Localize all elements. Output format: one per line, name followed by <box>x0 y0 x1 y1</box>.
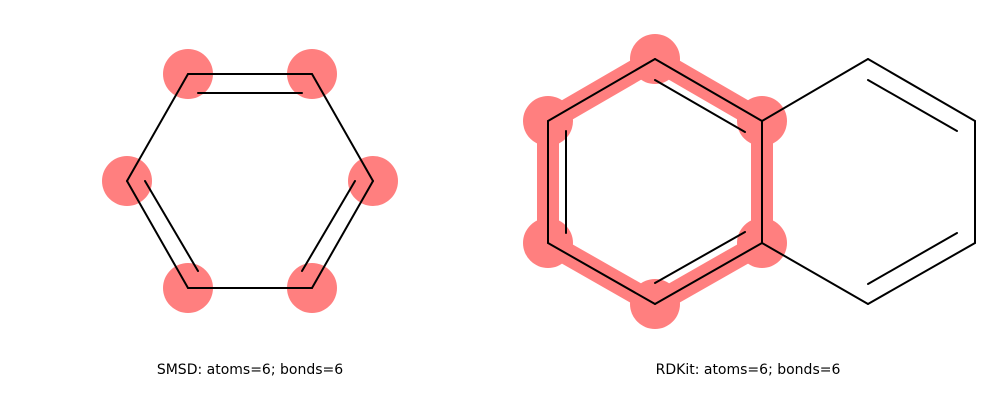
bond <box>761 242 869 305</box>
atom-highlights <box>523 34 787 329</box>
bond <box>311 180 374 289</box>
caption-smsd: SMSD: atoms=6; bonds=6 <box>156 362 344 378</box>
bond <box>547 58 656 122</box>
bond <box>654 58 763 122</box>
double-bond-inner-line <box>867 232 958 285</box>
double-bond-inner-line <box>144 180 199 272</box>
bond <box>126 180 189 289</box>
molecule-naphthalene <box>523 34 976 329</box>
bond <box>126 73 189 182</box>
bonds <box>547 58 976 305</box>
double-bond-inner-line <box>301 180 356 272</box>
bond <box>761 58 869 122</box>
bond <box>867 242 976 305</box>
double-bond-inner-line <box>654 79 746 133</box>
caption-rdkit: RDKit: atoms=6; bonds=6 <box>655 362 841 378</box>
bond <box>547 242 656 305</box>
bond <box>654 242 763 305</box>
atom-highlights <box>102 49 398 313</box>
bond <box>311 73 374 182</box>
bond-highlight <box>537 48 773 315</box>
molecule-benzene <box>102 49 398 313</box>
bond <box>867 58 976 122</box>
double-bond-inner-line <box>867 79 958 132</box>
bonds <box>126 73 374 289</box>
double-bond-inner-line <box>654 231 746 284</box>
